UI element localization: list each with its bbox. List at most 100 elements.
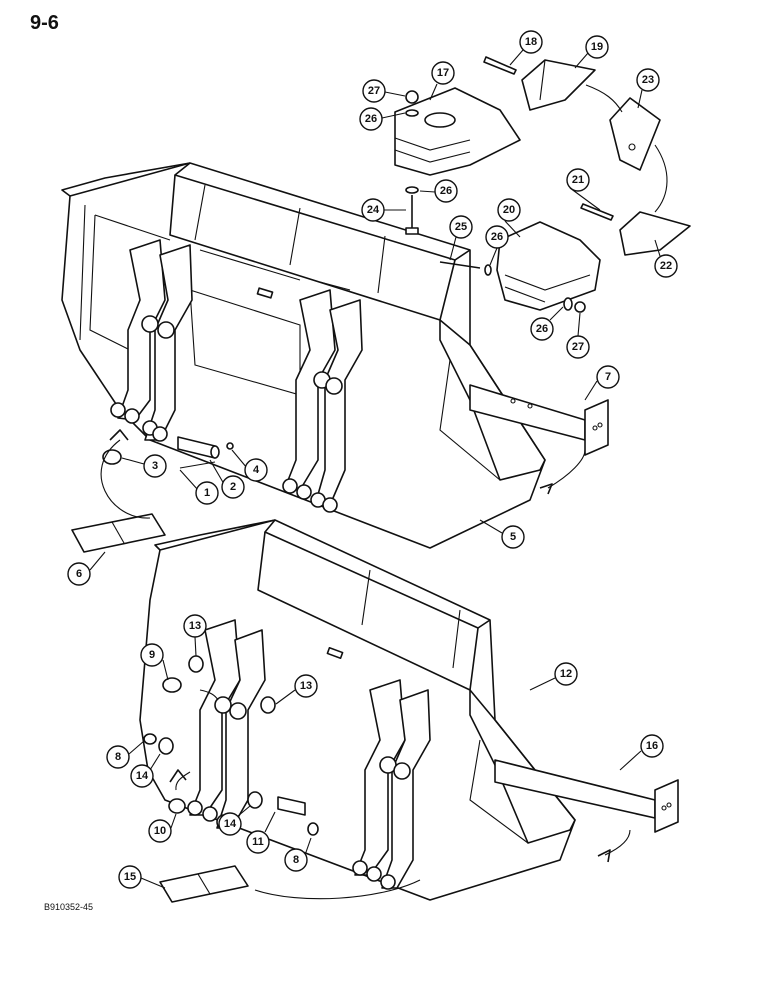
callout-circle <box>636 68 660 92</box>
callout-c6: 6 <box>67 562 91 586</box>
callout-c7: 7 <box>596 365 620 389</box>
callout-label: 2 <box>230 481 236 493</box>
callout-circle <box>449 215 473 239</box>
callout-c8a: 8 <box>106 745 130 769</box>
callout-circle <box>183 614 207 638</box>
callout-label: 23 <box>642 74 654 86</box>
callout-label: 8 <box>293 854 299 866</box>
ring-8b <box>307 822 319 836</box>
callout-circle <box>566 335 590 359</box>
callout-circle <box>530 317 554 341</box>
callout-circle <box>67 562 91 586</box>
callout-label: 15 <box>124 871 136 883</box>
callout-label: 16 <box>646 740 658 752</box>
callout-c11: 11 <box>246 830 270 854</box>
bushing-13b <box>260 696 276 714</box>
leader-lines <box>89 49 661 889</box>
callout-circle <box>284 848 308 872</box>
figure-code: B910352-45 <box>44 902 94 912</box>
callout-c16: 16 <box>640 734 664 758</box>
callout-c1: 1 <box>195 481 219 505</box>
callout-c13b: 13 <box>294 674 318 698</box>
callout-c26b: 26 <box>434 179 458 203</box>
upper-bucket <box>61 162 609 549</box>
upper-loose-parts <box>71 429 586 553</box>
callout-c15: 15 <box>118 865 142 889</box>
callout-label: 14 <box>136 770 149 782</box>
callout-label: 1 <box>204 487 210 499</box>
bushing-13a <box>188 655 204 673</box>
callout-circle <box>218 812 242 836</box>
callout-circle <box>294 674 318 698</box>
callout-circle <box>362 79 386 103</box>
callout-c20: 20 <box>497 198 521 222</box>
callout-label: 6 <box>76 568 82 580</box>
callout-circle <box>244 458 268 482</box>
shim-9 <box>162 677 182 693</box>
callout-circle <box>143 454 167 478</box>
callout-label: 17 <box>437 67 449 79</box>
arrow-upper-left <box>100 439 151 519</box>
callout-c26d: 26 <box>530 317 554 341</box>
washer-4 <box>226 442 234 450</box>
callout-label: 27 <box>368 85 380 97</box>
callout-label: 11 <box>252 836 264 848</box>
callout-label: 19 <box>591 41 603 53</box>
callout-label: 18 <box>525 36 537 48</box>
callout-c26a: 26 <box>359 107 383 131</box>
lower-bucket <box>139 519 679 901</box>
callout-c27a: 27 <box>362 79 386 103</box>
callout-label: 9 <box>149 649 155 661</box>
callout-c10: 10 <box>148 819 172 843</box>
callout-c21: 21 <box>566 168 590 192</box>
callout-c22: 22 <box>654 254 678 278</box>
callout-c24: 24 <box>361 198 385 222</box>
callout-c12: 12 <box>554 662 578 686</box>
callout-circle <box>434 179 458 203</box>
callout-c8b: 8 <box>284 848 308 872</box>
callout-circle <box>566 168 590 192</box>
callout-label: 14 <box>224 818 237 830</box>
callout-circle <box>195 481 219 505</box>
callout-label: 13 <box>300 680 312 692</box>
callout-label: 20 <box>503 204 515 216</box>
callout-label: 12 <box>560 668 572 680</box>
bushing-14a <box>158 737 174 755</box>
callout-circle <box>130 764 154 788</box>
callout-label: 26 <box>365 113 377 125</box>
callout-c9: 9 <box>140 643 164 667</box>
callout-c4: 4 <box>244 458 268 482</box>
callout-circle <box>431 61 455 85</box>
page-number: 9-6 <box>30 12 59 34</box>
callout-c27b: 27 <box>566 335 590 359</box>
callout-label: 25 <box>455 221 467 233</box>
callout-c18: 18 <box>519 30 543 54</box>
callout-label: 22 <box>660 260 672 272</box>
callout-c23: 23 <box>636 68 660 92</box>
callout-c17: 17 <box>431 61 455 85</box>
callout-c14a: 14 <box>130 764 154 788</box>
callout-circle <box>359 107 383 131</box>
callout-circle <box>501 525 525 549</box>
callout-label: 26 <box>440 185 452 197</box>
callout-label: 26 <box>536 323 548 335</box>
teeth-assembly <box>394 56 691 313</box>
callout-c2: 2 <box>221 475 245 499</box>
callout-c5: 5 <box>501 525 525 549</box>
callout-circle <box>585 35 609 59</box>
callout-label: 10 <box>154 825 166 837</box>
callout-circle <box>554 662 578 686</box>
callout-circle <box>106 745 130 769</box>
callout-c13a: 13 <box>183 614 207 638</box>
callout-circle <box>497 198 521 222</box>
shim-10 <box>168 798 186 814</box>
callout-circle <box>246 830 270 854</box>
callout-label: 4 <box>253 464 260 476</box>
callout-label: 13 <box>189 620 201 632</box>
callout-circle <box>361 198 385 222</box>
callout-circle <box>148 819 172 843</box>
callout-c19: 19 <box>585 35 609 59</box>
pin-11 <box>277 796 306 816</box>
callout-c14b: 14 <box>218 812 242 836</box>
